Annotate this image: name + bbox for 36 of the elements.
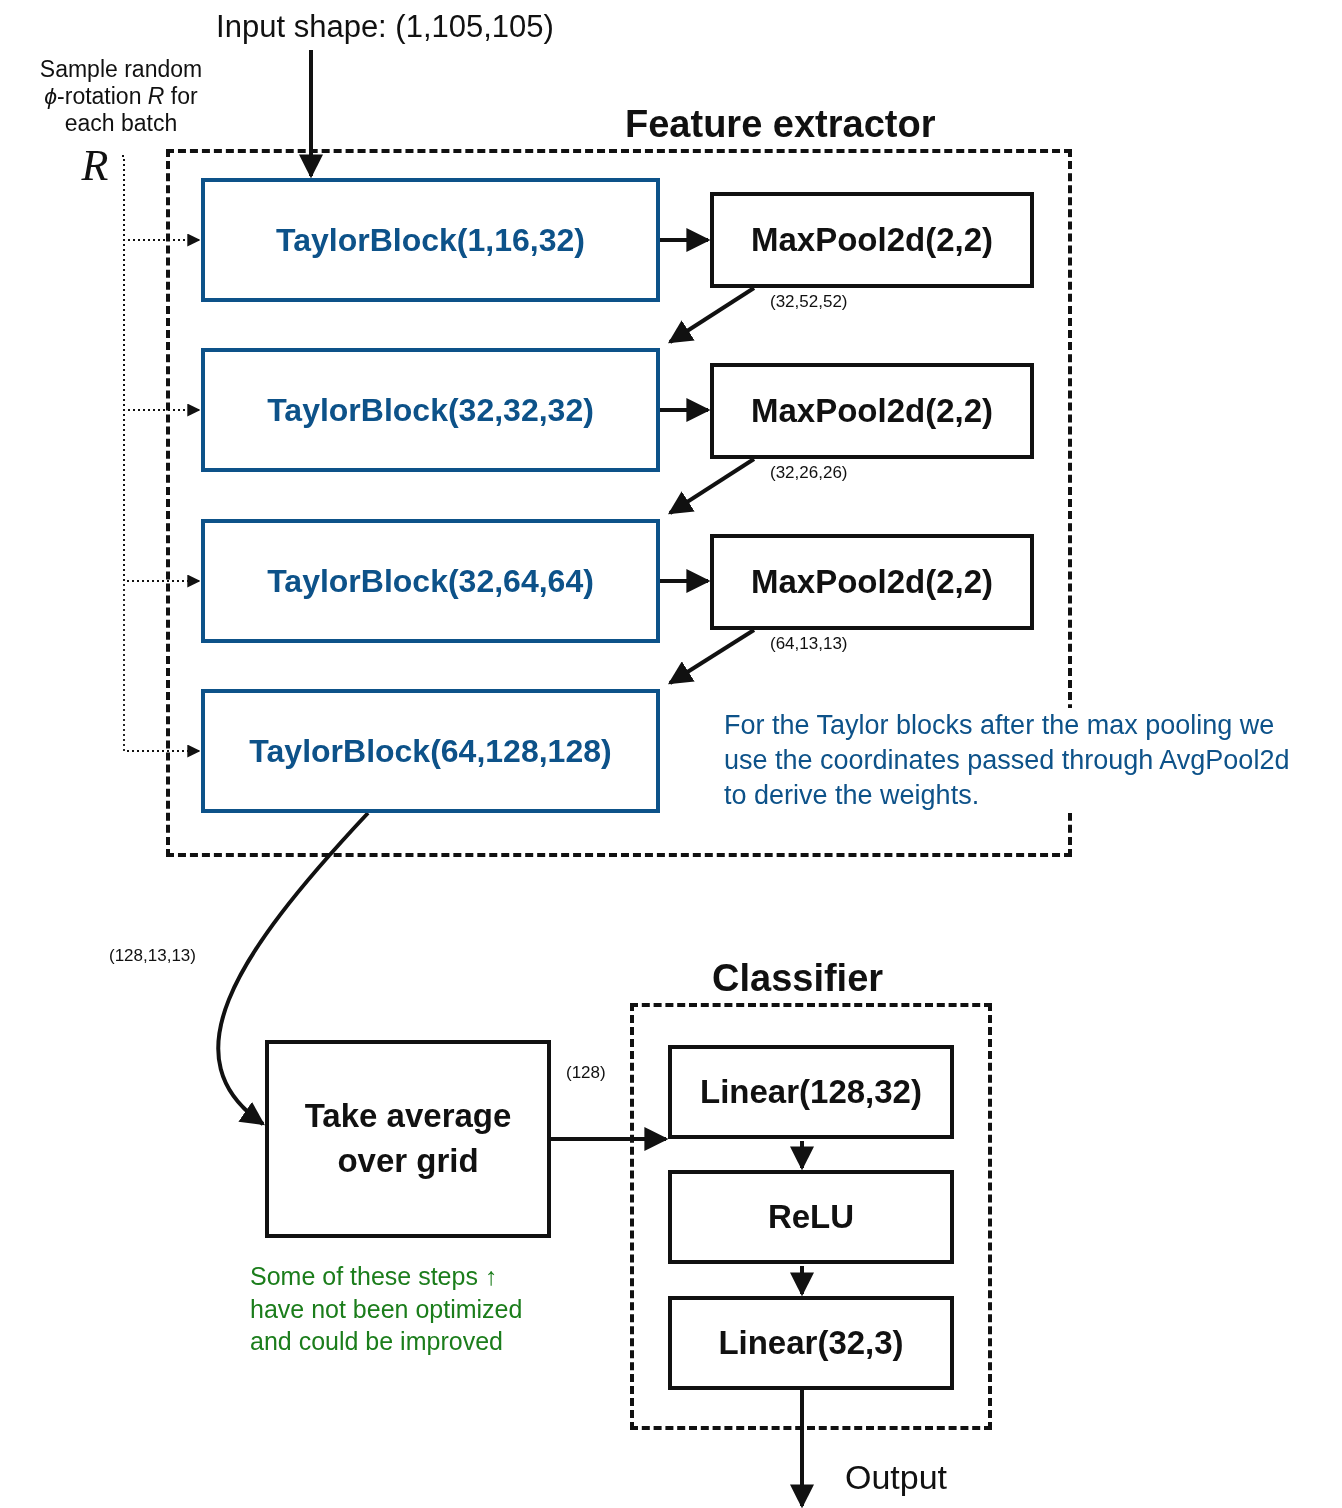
output-label: Output	[845, 1458, 948, 1497]
process-box: MaxPool2d(2,2)	[710, 534, 1034, 630]
arrow	[668, 457, 756, 515]
taylor-block-box: TaylorBlock(64,128,128)	[201, 689, 660, 813]
edge-label: (64,13,13)	[770, 634, 848, 654]
arrow	[668, 286, 756, 344]
edge-label: (32,52,52)	[770, 292, 848, 312]
taylor-block-box: TaylorBlock(32,64,64)	[201, 519, 660, 643]
arrow	[660, 228, 711, 252]
arrow	[667, 628, 756, 685]
group-heading: Feature extractor	[625, 103, 936, 146]
process-box: MaxPool2d(2,2)	[710, 192, 1034, 288]
group-heading: Classifier	[712, 957, 884, 1000]
taylor-block-box: TaylorBlock(1,16,32)	[201, 178, 660, 302]
arrow	[660, 398, 711, 422]
edge-label: (32,26,26)	[770, 463, 848, 483]
arrow	[790, 1390, 814, 1508]
edge-label: (128,13,13)	[109, 946, 196, 966]
arrow	[551, 1127, 669, 1151]
process-box: MaxPool2d(2,2)	[710, 363, 1034, 459]
rotation-symbol: R	[72, 142, 118, 188]
process-box: ReLU	[668, 1170, 954, 1264]
dotted-arrow	[121, 155, 201, 758]
arrow	[790, 1141, 814, 1171]
process-box: Linear(128,32)	[668, 1045, 954, 1139]
process-box: Take average over grid	[265, 1040, 551, 1238]
arrow	[790, 1266, 814, 1297]
annotation-text: Sample random ϕ-rotation R for each batch	[38, 56, 204, 137]
arrow	[299, 50, 323, 179]
process-box: Linear(32,3)	[668, 1296, 954, 1390]
input-label: Input shape: (1,105,105)	[195, 6, 575, 48]
taylor-block-box: TaylorBlock(32,32,32)	[201, 348, 660, 472]
note-text: Some of these steps ↑ have not been optimized and could be improved	[250, 1261, 524, 1357]
edge-label: (128)	[566, 1063, 606, 1083]
arrow	[216, 811, 370, 1126]
arrow	[660, 569, 711, 593]
